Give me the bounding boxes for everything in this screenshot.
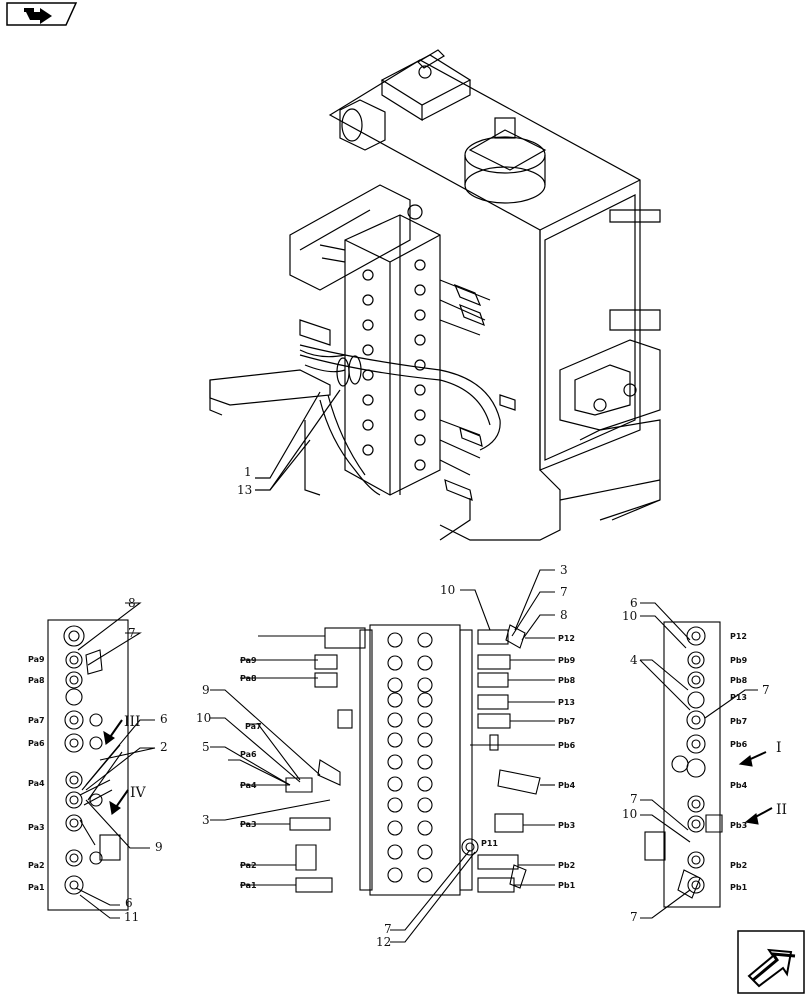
right-callout-6: 6 bbox=[630, 596, 638, 610]
left-callout-6b: 6 bbox=[125, 896, 133, 910]
center-port-pb7: Pb7 bbox=[558, 717, 575, 726]
left-port-pa4: Pa4 bbox=[28, 779, 45, 788]
right-callout-7c: 7 bbox=[630, 910, 638, 924]
center-port-pb4: Pb4 bbox=[558, 781, 576, 790]
center-callout-12: 12 bbox=[376, 935, 391, 949]
center-port-pb3: Pb3 bbox=[558, 821, 575, 830]
left-side-view bbox=[47, 602, 156, 919]
right-port-pb8: Pb8 bbox=[730, 676, 748, 685]
center-callout-7b: 7 bbox=[384, 922, 392, 936]
view-label-i: I bbox=[776, 740, 782, 756]
left-port-pa1: Pa1 bbox=[28, 883, 45, 892]
valve-ports-pattern bbox=[362, 259, 426, 471]
left-callout-8: 8 bbox=[128, 596, 136, 610]
center-port-pa2: Pa2 bbox=[240, 861, 257, 870]
center-callout-8: 8 bbox=[560, 608, 568, 622]
center-port-pb2: Pb2 bbox=[558, 861, 575, 870]
center-port-pa1: Pa1 bbox=[240, 881, 257, 890]
main-assembly-drawing bbox=[209, 49, 661, 541]
right-port-pb2: Pb2 bbox=[730, 861, 747, 870]
left-port-pa3: Pa3 bbox=[28, 823, 45, 832]
right-callout-7: 7 bbox=[762, 683, 770, 697]
callout-13: 13 bbox=[237, 483, 252, 497]
left-port-pa7: Pa7 bbox=[28, 716, 45, 725]
center-port-p13: P13 bbox=[558, 698, 575, 707]
left-port-pa8: Pa8 bbox=[28, 676, 45, 685]
center-port-pa9: Pa9 bbox=[240, 656, 257, 665]
center-callout-3: 3 bbox=[560, 563, 568, 577]
right-callout-4: 4 bbox=[630, 653, 638, 667]
back-arrow-icon[interactable] bbox=[6, 2, 78, 26]
right-port-pb6: Pb6 bbox=[730, 740, 748, 749]
right-port-pb9: Pb9 bbox=[730, 656, 748, 665]
center-callout-3b: 3 bbox=[202, 813, 210, 827]
center-callout-10b: 10 bbox=[196, 711, 211, 725]
right-callout-10b: 10 bbox=[622, 807, 637, 821]
left-callout-9: 9 bbox=[155, 840, 163, 854]
left-callout-11: 11 bbox=[124, 910, 139, 924]
center-port-pb6: Pb6 bbox=[558, 741, 576, 750]
right-port-pb3: Pb3 bbox=[730, 821, 747, 830]
left-callout-6: 6 bbox=[160, 712, 168, 726]
right-port-p13: P13 bbox=[730, 693, 747, 702]
right-callout-7b: 7 bbox=[630, 792, 638, 806]
center-port-pb9: Pb9 bbox=[558, 656, 576, 665]
left-port-pa6: Pa6 bbox=[28, 739, 45, 748]
center-callout-5: 5 bbox=[202, 740, 210, 754]
view-label-iv: IV bbox=[130, 785, 147, 801]
left-port-pa2: Pa2 bbox=[28, 861, 45, 870]
right-callout-10: 10 bbox=[622, 609, 637, 623]
left-port-pa9: Pa9 bbox=[28, 655, 45, 664]
center-callout-9: 9 bbox=[202, 683, 210, 697]
center-port-pa3: Pa3 bbox=[240, 820, 257, 829]
right-port-pb1: Pb1 bbox=[730, 883, 748, 892]
center-port-pa8: Pa8 bbox=[240, 674, 257, 683]
right-port-pb7: Pb7 bbox=[730, 717, 747, 726]
left-callout-7: 7 bbox=[128, 626, 136, 640]
left-callout-2: 2 bbox=[160, 740, 168, 754]
right-port-p12: P12 bbox=[730, 632, 747, 641]
center-port-p12: P12 bbox=[558, 634, 575, 643]
center-port-pa4: Pa4 bbox=[240, 781, 257, 790]
center-port-pa6: Pa6 bbox=[240, 750, 257, 759]
right-port-pb4: Pb4 bbox=[730, 781, 748, 790]
view-label-ii: II bbox=[776, 802, 787, 818]
center-front-view bbox=[210, 569, 555, 943]
right-side-view bbox=[639, 602, 773, 919]
center-port-pb1: Pb1 bbox=[558, 881, 576, 890]
center-port-p11: P11 bbox=[481, 839, 498, 848]
callout-1: 1 bbox=[244, 465, 252, 479]
next-page-arrow-icon[interactable] bbox=[737, 930, 805, 994]
view-label-iii: III bbox=[124, 714, 141, 730]
center-callout-7: 7 bbox=[560, 585, 568, 599]
center-port-pb8: Pb8 bbox=[558, 676, 576, 685]
center-port-pa7: Pa7 bbox=[245, 722, 262, 731]
hoses-and-fittings bbox=[299, 244, 516, 541]
center-callout-10: 10 bbox=[440, 583, 455, 597]
